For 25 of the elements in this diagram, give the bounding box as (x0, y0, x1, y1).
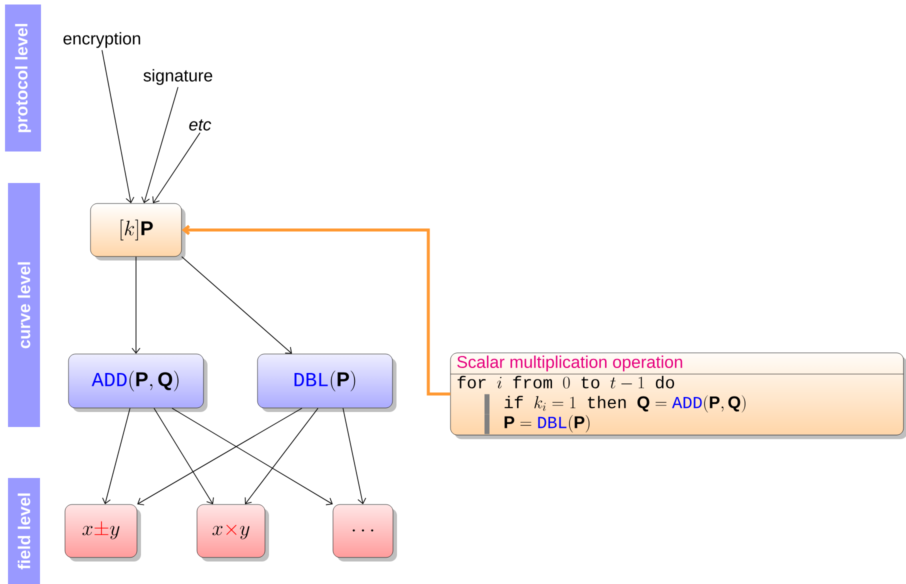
field-operation-box: $\cdots$ (332, 504, 397, 562)
arrow (102, 50, 134, 204)
arrow (102, 408, 130, 504)
level-band: curve level (8, 183, 40, 427)
operation-box: ${\color{blue}\texttt{ADD}}(\textbf{P},\textbf{Q})$ (68, 354, 208, 412)
arrow (141, 86, 178, 204)
node-label: encryption (64, 32, 140, 48)
arrow (244, 408, 318, 504)
operation-box: ${\color{blue}\texttt{DBL}}(\textbf{P})$ (257, 354, 396, 412)
level-band: protocol level (5, 4, 41, 152)
algorithm-box: Scalar multiplication operation $\texttt{for}\;\; i\;\; \texttt{from}\;\; 0\;\; \texttt{to}\;\; t-1\;\; \texttt{do}$ $\texttt{if}\;\; k_i=1\;\; \texttt{then}\;\; \textbf{Q}={\color{blue}\texttt{ADD}}(\textbf{P},\textbf{Q})$ $\textbf{P}={\color{blue}\texttt{DBL}}(\textbf{P})$ (450, 352, 906, 440)
node-label: signature (144, 69, 212, 85)
node-label: etc (189, 119, 212, 131)
arrow (152, 132, 200, 204)
arrow (172, 408, 333, 506)
field-operation-box: $x{\color{red}\pm}y$ (64, 504, 141, 562)
level-band: field level (8, 478, 40, 584)
arrow (137, 408, 302, 506)
arrow (132, 256, 140, 354)
arrow (181, 256, 292, 354)
field-operation-box: $x{\color{red}\times}y$ (196, 504, 269, 562)
arrow (154, 408, 214, 504)
arrow (182, 224, 450, 396)
arrow (342, 408, 366, 504)
operation-box: $[k]\textbf{P}$ (90, 203, 186, 260)
